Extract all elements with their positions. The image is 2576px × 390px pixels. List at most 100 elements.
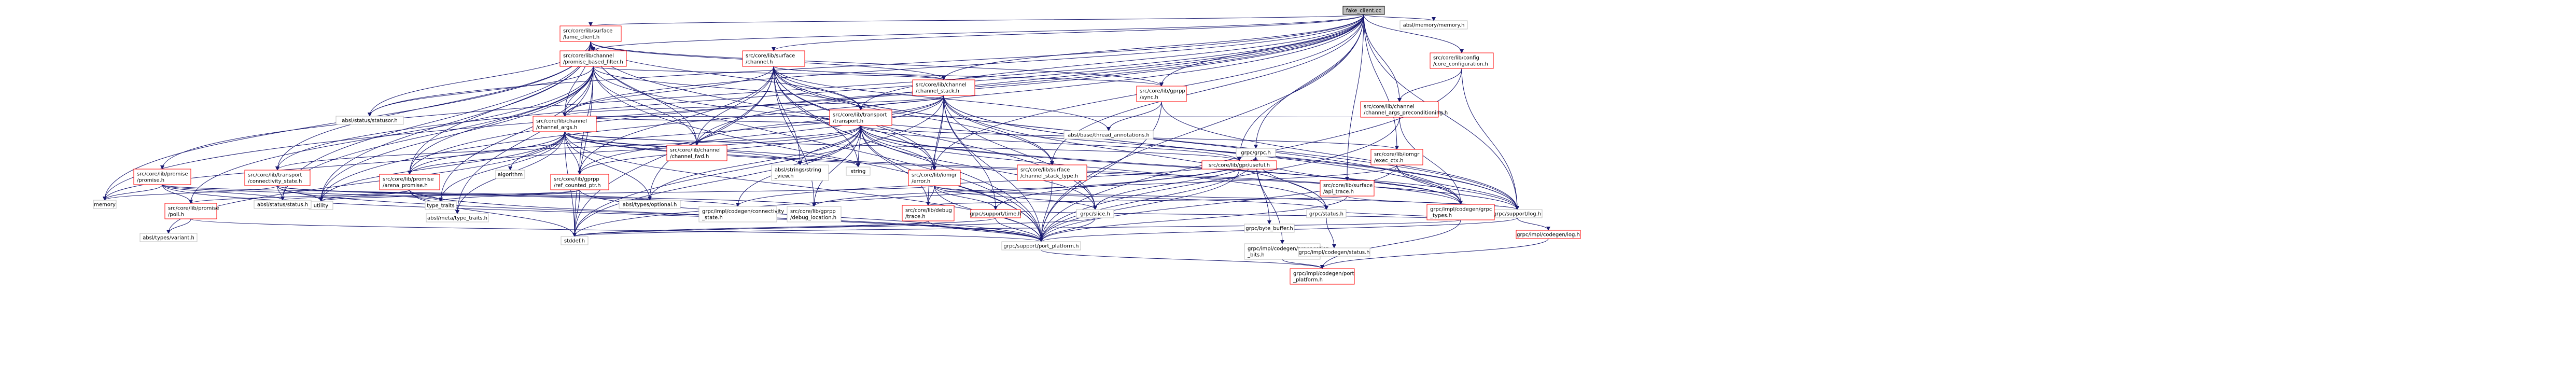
node-useful[interactable]: src/core/lib/gpr/useful.h [1201, 160, 1277, 170]
node-grpc_types[interactable]: grpc/impl/codegen/grpc_types.h [1426, 204, 1495, 220]
node-label: src/core/lib/iomgr [1374, 152, 1420, 158]
node-box [426, 213, 489, 222]
edge-promise_h-to-poll_h [162, 184, 193, 204]
edge-channel_stack-to-grpc_slice [943, 95, 1097, 210]
node-label: absl/meta/type_traits.h [427, 216, 487, 221]
edge-channel_stack-to-stack_type [943, 95, 1054, 165]
node-label: grpc/byte_buffer.h [1245, 226, 1293, 232]
edge-promise_filter-to-utility [319, 66, 594, 202]
edge-root-to-core_config [1363, 14, 1464, 53]
edge-args_precond-to-channel_args [564, 116, 1400, 120]
node-label: /lame_client.h [563, 35, 599, 40]
node-box [1076, 209, 1114, 218]
edge-channel_stack-to-transport [859, 95, 944, 110]
node-stack_type[interactable]: src/core/lib/surface/channel_stack_type.… [1017, 164, 1087, 181]
edge-surface_channel-to-channel_args [563, 66, 774, 117]
node-label: _platform.h [1293, 277, 1323, 283]
edge-root-to-promise_h [160, 14, 1364, 170]
edge-root-to-api_trace [1345, 14, 1364, 181]
node-label: grpc/impl/codegen/port [1293, 271, 1354, 277]
edge-root-to-channel_fwd [695, 14, 1364, 146]
node-promise_h[interactable]: src/core/lib/promise/promise.h [133, 169, 191, 185]
edge-support_log-to-codegen_log [1517, 217, 1550, 231]
node-label: src/core/lib/gprpp [1140, 89, 1185, 94]
node-box [1360, 101, 1439, 118]
node-stddef: stddef.h [561, 236, 589, 245]
node-label: absl/base/thread_annotations.h [1068, 133, 1150, 138]
edge-arena_promise-to-stddef [409, 189, 577, 237]
edge-root-to-surface_client [589, 14, 1364, 26]
edge-propagation-to-codegen_port [1282, 259, 1324, 269]
node-support_time[interactable]: grpc/support/time.h [970, 209, 1021, 218]
node-box [379, 174, 440, 190]
node-label: absl/status/status.h [257, 202, 308, 208]
node-ref_counted_ptr[interactable]: src/core/lib/gprpp/ref_counted_ptr.h [550, 174, 609, 190]
edge-surface_channel-to-gprpp_sync [773, 66, 1164, 87]
node-label: grpc/grpc.h [1241, 150, 1271, 156]
node-label: src/core/lib/channel [563, 53, 614, 59]
node-std_string: string [846, 166, 871, 176]
node-box [559, 25, 622, 42]
node-gprpp_sync[interactable]: src/core/lib/gprpp/sync.h [1136, 86, 1187, 102]
node-channel_stack[interactable]: src/core/lib/channel/channel_stack.h [912, 79, 975, 96]
edge-channel_stack-to-iomgr_error [932, 95, 944, 171]
node-label: utility [314, 203, 329, 209]
node-transport[interactable]: src/core/lib/transport/transport.h [829, 109, 892, 126]
node-core_config[interactable]: src/core/lib/config/core_configuration.h [1430, 52, 1494, 69]
node-codegen_port[interactable]: grpc/impl/codegen/port_platform.h [1290, 268, 1355, 285]
edge-root-to-port_platform [1039, 14, 1364, 242]
node-box [908, 170, 961, 186]
edge-ref_counted_ptr-to-utility [319, 189, 580, 202]
node-channel_fwd[interactable]: src/core/lib/channel/channel_fwd.h [666, 145, 727, 161]
node-label: /connectivity_state.h [248, 179, 302, 185]
node-surface_client[interactable]: src/core/lib/surface/lame_client.h [559, 25, 622, 42]
edge-codegen_log-to-codegen_port [1320, 238, 1549, 269]
node-label: src/core/lib/transport [248, 173, 302, 178]
edge-transport-to-debug_trace [860, 125, 930, 206]
node-api_trace[interactable]: src/core/lib/surface/api_trace.h [1320, 180, 1375, 197]
edge-surface_channel-to-abseil_annotations [773, 66, 1111, 131]
edge-channel_stack-to-support_log [943, 95, 1519, 210]
node-box [495, 170, 525, 179]
edge-root-to-utility [319, 14, 1364, 202]
node-support_log: grpc/support/log.h [1492, 209, 1543, 218]
node-promise_filter[interactable]: src/core/lib/channel/promise_based_filte… [559, 50, 627, 67]
node-arena_promise[interactable]: src/core/lib/promise/arena_promise.h [379, 174, 440, 190]
edge-root-to-promise_filter [591, 14, 1364, 51]
node-exec_ctx[interactable]: src/core/lib/iomgr/exec_ctx.h [1370, 149, 1423, 165]
node-poll_h[interactable]: src/core/lib/promise/poll.h [164, 203, 219, 219]
node-type_traits: type_traits [425, 201, 457, 210]
node-label: /channel_fwd.h [670, 154, 709, 160]
edge-channel_args-to-channel_fwd [564, 131, 699, 146]
edge-exec_ctx-to-debug_location [812, 164, 1397, 207]
edge-root-to-surface_channel [772, 14, 1364, 51]
edge-promise_filter-to-transport [593, 66, 863, 110]
edge-channel_stack-to-debug_trace [926, 95, 944, 206]
node-codegen_log[interactable]: grpc/impl/codegen/log.h [1516, 230, 1581, 239]
node-surface_channel[interactable]: src/core/lib/surface/channel.h [742, 50, 805, 67]
node-debug_trace[interactable]: src/core/lib/debug/trace.h [902, 205, 955, 221]
node-box [164, 203, 217, 219]
node-box [1201, 160, 1277, 170]
node-args_precond[interactable]: src/core/lib/channel/channel_args_precon… [1360, 101, 1448, 118]
edge-root-to-gprpp_sync [1159, 14, 1364, 87]
node-channel_args[interactable]: src/core/lib/channel/channel_args.h [533, 116, 597, 132]
node-iomgr_error[interactable]: src/core/lib/iomgr/error.h [908, 170, 961, 186]
edge-root-to-connectivity [275, 14, 1364, 171]
node-label: grpc/support/time.h [970, 212, 1021, 217]
node-label: algorithm [498, 172, 523, 178]
node-box [846, 166, 871, 176]
node-codegen_status: grpc/impl/codegen/status.h [1298, 247, 1370, 257]
node-label: _bits.h [1247, 253, 1265, 258]
node-box [771, 164, 829, 181]
edge-promise_h-to-type_traits [162, 184, 443, 202]
edge-grpc_types-to-stddef [572, 219, 1461, 237]
edge-core_config-to-args_precond [1397, 68, 1462, 102]
node-connectivity[interactable]: src/core/lib/transport/connectivity_stat… [244, 170, 311, 186]
node-label: stddef.h [564, 239, 585, 244]
edge-channel_args-to-utility [319, 131, 565, 202]
edge-channel_stack-to-arena_promise [408, 95, 944, 175]
node-label: absl/status/statusor.h [342, 118, 398, 124]
edge-promise_filter-to-channel_stack [593, 66, 946, 80]
